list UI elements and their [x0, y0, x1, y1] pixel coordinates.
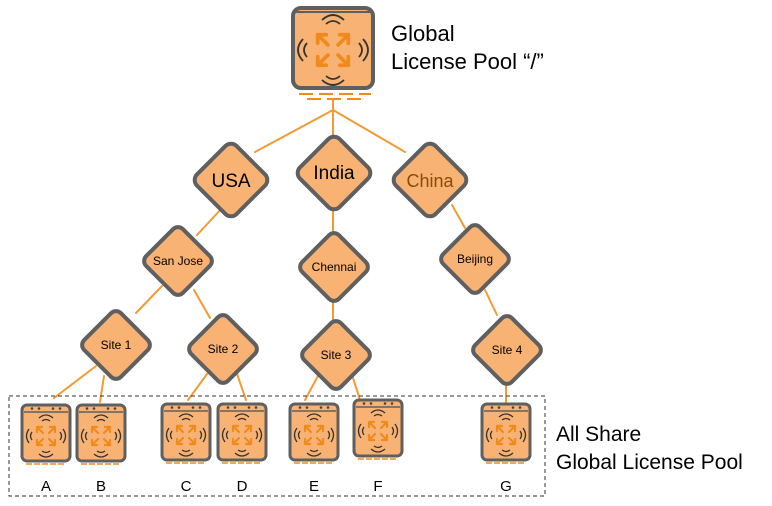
shared-pool-boundary [8, 395, 546, 497]
access-point-d [216, 402, 268, 464]
node-site-2-label: Site 2 [208, 342, 239, 356]
node-beijing-label: Beijing [457, 252, 493, 266]
access-point-group: A B C D E F G [20, 398, 532, 495]
node-site-4: Site 4 [471, 314, 543, 386]
node-beijing: Beijing [439, 223, 511, 295]
node-san-jose: San Jose [142, 225, 214, 297]
global-pool-label-line1: Global [391, 21, 455, 46]
access-point-e [288, 402, 340, 464]
node-usa-label: USA [211, 171, 250, 192]
access-point-b-label: B [96, 478, 106, 495]
access-point-f [352, 398, 404, 460]
access-point-c-label: C [181, 478, 192, 495]
shared-pool-label: All Share Global License Pool [556, 421, 743, 477]
shared-pool-label-line2: Global License Pool [556, 451, 743, 474]
global-license-pool-ap [291, 6, 375, 100]
node-site-4-label: Site 4 [492, 343, 523, 357]
access-point-f-label: F [373, 478, 382, 495]
node-chennai: Chennai [298, 231, 370, 303]
node-india-label: India [313, 163, 355, 184]
access-point-a-label: A [41, 478, 51, 495]
node-china: China [391, 141, 469, 219]
global-pool-label-line2: License Pool “/” [391, 49, 544, 74]
access-point-d-label: D [237, 478, 248, 495]
node-india: India [295, 134, 373, 212]
node-site-2: Site 2 [187, 313, 259, 385]
node-china-label: China [406, 171, 454, 191]
node-usa: USA [192, 141, 270, 219]
access-point-b [75, 403, 127, 465]
shared-pool-label-line1: All Share [556, 423, 642, 446]
access-point-a [20, 403, 72, 465]
node-chennai-label: Chennai [312, 260, 357, 274]
access-point-e-label: E [309, 478, 319, 495]
access-point-g [480, 402, 532, 464]
access-point-g-label: G [500, 478, 512, 495]
node-site-3-label: Site 3 [321, 348, 352, 362]
node-site-1-label: Site 1 [101, 338, 132, 352]
node-site-3: Site 3 [300, 319, 372, 391]
node-san-jose-label: San Jose [153, 254, 203, 268]
node-site-1: Site 1 [80, 309, 152, 381]
global-pool-label: Global License Pool “/” [391, 20, 544, 76]
access-point-c [160, 402, 212, 464]
